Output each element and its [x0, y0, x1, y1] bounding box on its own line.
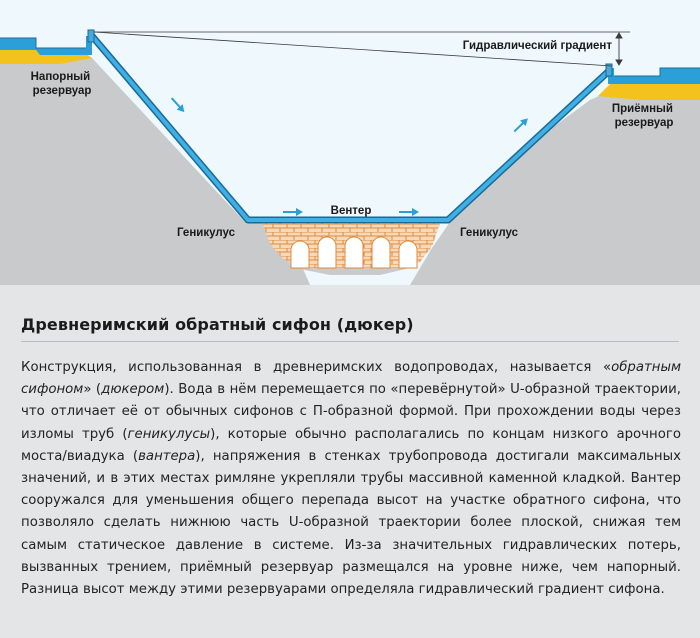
yellow-layer-left	[0, 50, 92, 64]
article-title: Древнеримский обратный сифон (дюкер)	[21, 315, 414, 334]
body-text-run: ), напряжения в стенках трубопровода дос…	[21, 448, 681, 598]
body-term: вантера	[138, 448, 196, 464]
flow-arrow-down	[170, 97, 185, 113]
ground-right	[410, 90, 700, 285]
text-panel: Древнеримский обратный сифон (дюкер) Кон…	[0, 285, 700, 638]
gradient-dimension	[615, 32, 623, 66]
divider	[21, 341, 679, 342]
left-pipe-head	[87, 29, 95, 43]
siphon-diagram: Напорный резервуар Приёмный резервуар Ги…	[0, 0, 700, 285]
right-reservoir-label: Приёмный резервуар	[612, 103, 676, 129]
flow-arrow-bottom-left	[283, 208, 303, 216]
yellow-layer-right	[598, 84, 700, 100]
flow-arrow-up	[513, 118, 528, 133]
left-reservoir-label: Напорный резервуар	[31, 71, 94, 97]
venter-bridge	[262, 222, 440, 269]
venter-label: Вентер	[331, 205, 372, 217]
body-term: дюкером	[101, 382, 165, 398]
geniculus-right-label: Геникулус	[460, 227, 519, 239]
body-text-run: ). Вода в нём перемещается по «перевёрну…	[21, 382, 681, 442]
body-text-run: Конструкция, использованная в древнеримс…	[21, 360, 612, 375]
gradient-line	[93, 31, 613, 67]
left-reservoir-water	[0, 36, 92, 55]
right-pipe-head	[605, 63, 613, 77]
body-term: обратным сифоном	[21, 360, 681, 398]
body-term: геникулусы	[127, 426, 211, 442]
article-body: Конструкция, использованная в древнеримс…	[21, 357, 681, 601]
geniculus-left-label: Геникулус	[177, 227, 236, 239]
body-text-run: » (	[83, 382, 102, 398]
body-text-run: ), которые обычно располагались по конца…	[21, 426, 681, 464]
ground-left	[0, 58, 310, 285]
gradient-label: Гидравлический градиент	[463, 40, 613, 52]
flow-arrow-bottom-right	[399, 208, 419, 216]
